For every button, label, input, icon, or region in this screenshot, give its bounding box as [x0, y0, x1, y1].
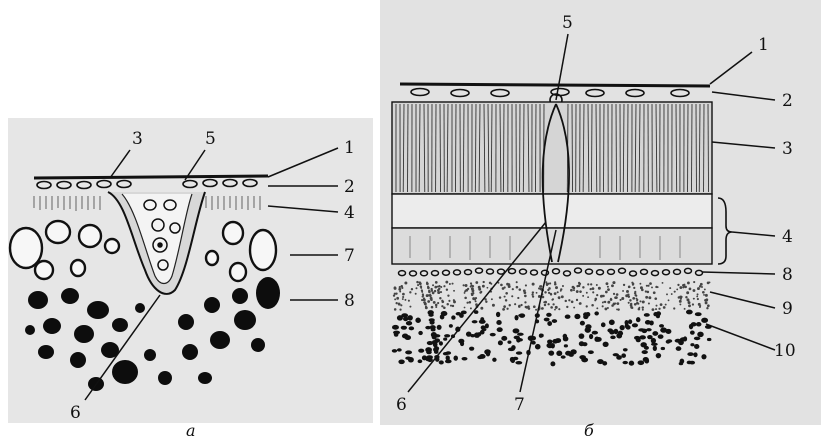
label-a-7: 7: [344, 246, 355, 266]
figure-b-drawing: 1 2 3 4 5 6 7 8 9 10 б: [380, 0, 821, 441]
label-b-8: 8: [782, 265, 793, 285]
label-a-6: 6: [70, 403, 81, 423]
label-b-3: 3: [782, 139, 793, 159]
label-b-5: 5: [562, 13, 573, 33]
band-upper: [392, 194, 712, 228]
label-a-1: 1: [344, 138, 355, 158]
label-a-2: 2: [344, 177, 355, 197]
label-a-5: 5: [205, 129, 216, 149]
figure-a: 1 2 3 4 5 6 7 8 а: [0, 0, 380, 441]
label-a-3: 3: [132, 129, 143, 149]
label-a-4: 4: [344, 203, 355, 223]
label-b-9: 9: [782, 299, 793, 319]
caption-a: а: [186, 421, 196, 440]
label-b-6: 6: [396, 395, 407, 415]
figure-a-background: [8, 118, 373, 423]
top-membrane: [34, 176, 268, 178]
caption-b: б: [584, 421, 594, 440]
figure-a-drawing: 1 2 3 4 5 6 7 8 а: [0, 0, 380, 441]
label-b-2: 2: [782, 91, 793, 111]
label-b-4: 4: [782, 227, 793, 247]
label-b-1: 1: [758, 35, 769, 55]
label-b-7: 7: [514, 395, 525, 415]
figure-b: 1 2 3 4 5 6 7 8 9 10 б: [380, 0, 821, 441]
top-membrane-b: [400, 84, 710, 86]
label-a-8: 8: [344, 291, 355, 311]
label-b-10: 10: [774, 341, 796, 361]
